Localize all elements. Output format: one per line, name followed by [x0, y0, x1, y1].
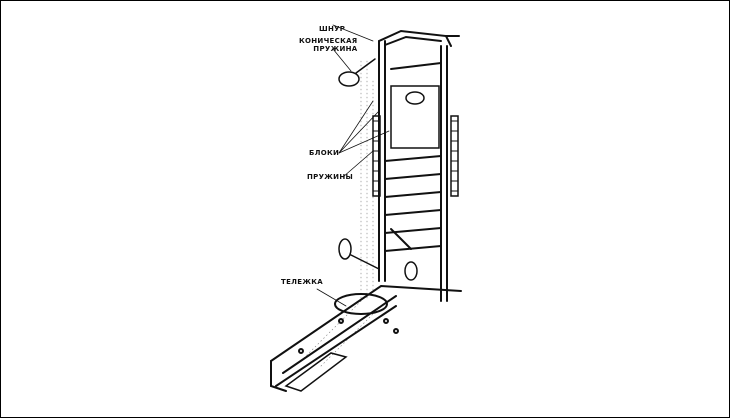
cart-rails — [270, 284, 462, 392]
label-cord: ШНУР — [319, 25, 346, 33]
handles — [338, 58, 425, 281]
label-conical-spring: КОНИЧЕСКАЯ ПРУЖИНА — [299, 37, 358, 53]
wall-bars-frame — [378, 29, 460, 302]
springs — [372, 115, 459, 197]
leader-lines — [316, 24, 390, 307]
label-conical-spring-line1: КОНИЧЕСКАЯ — [299, 37, 358, 45]
label-springs: ПРУЖИНЫ — [307, 173, 354, 181]
label-pulleys: БЛОКИ — [309, 149, 340, 157]
ladder-rungs — [384, 62, 442, 252]
label-cart: ТЕЛЕЖКА — [281, 278, 323, 286]
label-conical-spring-line2: ПРУЖИНА — [313, 45, 358, 53]
back-board — [390, 85, 440, 149]
